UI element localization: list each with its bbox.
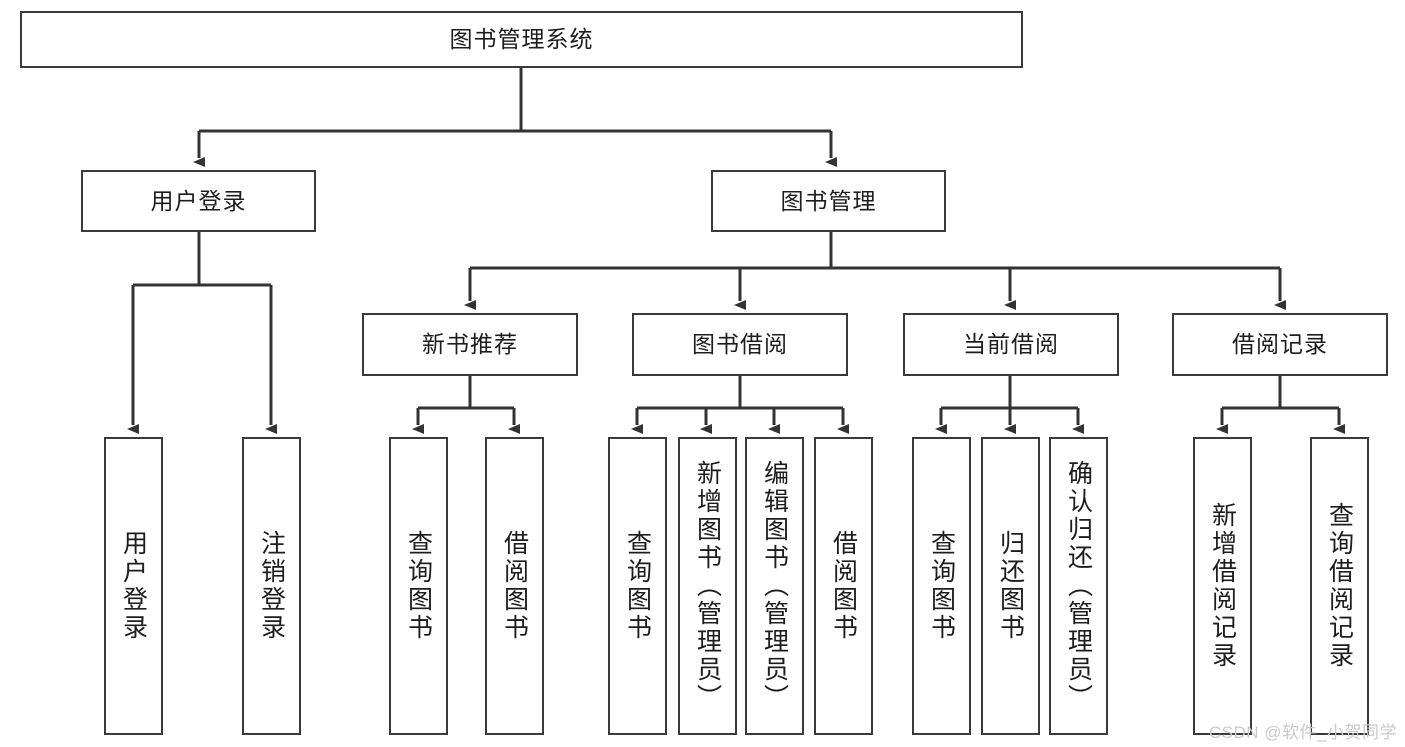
node-current-borrow[interactable]: 当前借阅 (903, 313, 1119, 376)
node-leaf-logout-label: 注销登录 (257, 530, 286, 642)
node-current-borrow-label: 当前借阅 (963, 331, 1059, 358)
node-leaf-query-book-3[interactable]: 查询图书 (912, 437, 971, 735)
csdn-watermark: CSDN @软件_小贺同学 (1208, 723, 1397, 742)
node-borrow-record-label: 借阅记录 (1232, 331, 1328, 358)
node-leaf-query-book-2-label: 查询图书 (623, 530, 652, 642)
node-user-login-label: 用户登录 (150, 187, 247, 214)
node-leaf-confirm-return[interactable]: 确认归还（管理员） (1049, 437, 1108, 735)
node-leaf-query-book-1[interactable]: 查询图书 (389, 437, 448, 735)
node-new-book-recommend[interactable]: 新书推荐 (362, 313, 578, 376)
node-leaf-user-login-label: 用户登录 (119, 530, 148, 642)
node-book-borrow[interactable]: 图书借阅 (632, 313, 848, 376)
node-leaf-borrow-book-1-label: 借阅图书 (500, 530, 529, 642)
node-leaf-logout[interactable]: 注销登录 (242, 437, 301, 735)
node-book-manage[interactable]: 图书管理 (711, 170, 946, 232)
node-leaf-user-login[interactable]: 用户登录 (104, 437, 163, 735)
node-leaf-edit-book-label: 编辑图书（管理员） (760, 460, 789, 712)
node-leaf-add-record[interactable]: 新增借阅记录 (1193, 437, 1252, 735)
node-borrow-record[interactable]: 借阅记录 (1172, 313, 1388, 376)
node-leaf-borrow-book-2-label: 借阅图书 (829, 530, 858, 642)
node-user-login[interactable]: 用户登录 (81, 170, 316, 232)
node-leaf-add-record-label: 新增借阅记录 (1208, 502, 1237, 670)
node-leaf-query-record-label: 查询借阅记录 (1325, 502, 1354, 670)
node-root-label: 图书管理系统 (449, 26, 594, 53)
node-leaf-borrow-book-2[interactable]: 借阅图书 (814, 437, 873, 735)
node-leaf-query-book-2[interactable]: 查询图书 (608, 437, 667, 735)
node-book-borrow-label: 图书借阅 (692, 331, 788, 358)
node-leaf-add-book-label: 新增图书（管理员） (693, 460, 722, 712)
node-leaf-return-book-label: 归还图书 (996, 530, 1025, 642)
node-new-book-recommend-label: 新书推荐 (422, 331, 518, 358)
node-leaf-confirm-return-label: 确认归还（管理员） (1064, 460, 1093, 712)
node-leaf-borrow-book-1[interactable]: 借阅图书 (485, 437, 544, 735)
node-root[interactable]: 图书管理系统 (20, 11, 1023, 68)
node-book-manage-label: 图书管理 (780, 187, 877, 214)
node-leaf-return-book[interactable]: 归还图书 (981, 437, 1040, 735)
node-leaf-query-record[interactable]: 查询借阅记录 (1310, 437, 1369, 735)
node-leaf-query-book-1-label: 查询图书 (404, 530, 433, 642)
node-leaf-edit-book[interactable]: 编辑图书（管理员） (745, 437, 804, 735)
node-leaf-query-book-3-label: 查询图书 (927, 530, 956, 642)
node-leaf-add-book[interactable]: 新增图书（管理员） (678, 437, 737, 735)
